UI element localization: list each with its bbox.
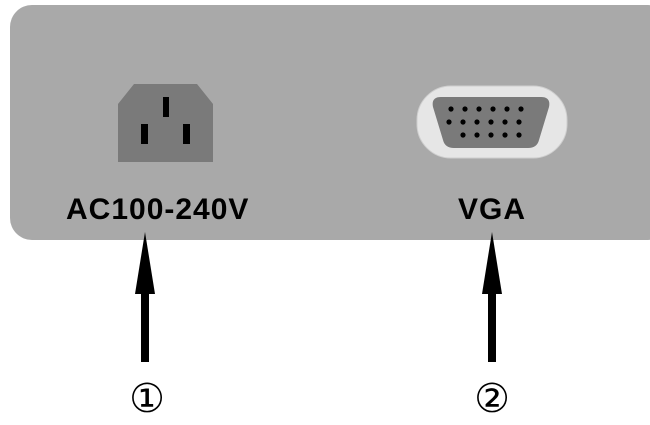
vga-pins [446,106,524,138]
arrow-to-vga-port-icon [482,232,502,362]
callout-number-2: ② [474,376,510,422]
vga-connector-icon [416,85,568,159]
callout-number-1: ① [129,376,165,422]
arrow-to-ac-port-icon [135,232,155,362]
ac-power-inlet-icon [118,84,213,162]
vga-port-label: VGA [458,193,527,226]
ac-port-label: AC100-240V [66,193,250,226]
